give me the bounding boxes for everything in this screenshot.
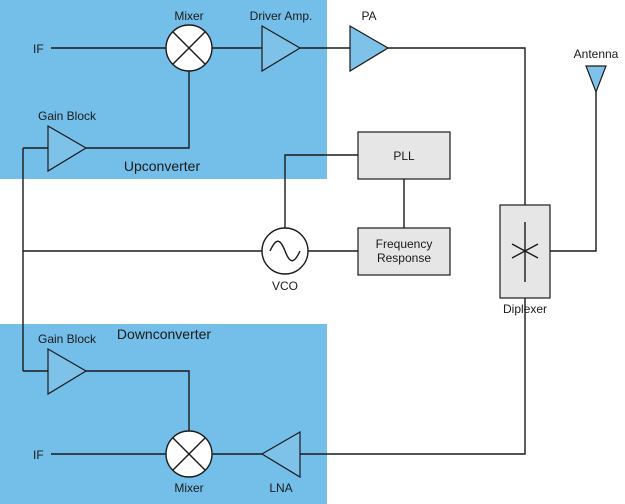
wire-diplexer-to-antenna — [550, 92, 597, 252]
frequency-response-box — [357, 227, 451, 276]
if-bottom-label: IF — [33, 448, 44, 462]
lna-triangle — [260, 430, 301, 479]
pll-label: PLL — [393, 149, 415, 163]
wire-vco-to-pll — [284, 154, 358, 228]
frequency-response-label-line2: Response — [377, 251, 431, 265]
wire-gainblock-bottom-to-mixer — [86, 370, 190, 431]
gain-block-bottom-triangle — [47, 347, 88, 396]
gain-block-top-label: Gain Block — [38, 109, 97, 123]
wire-pa-to-diplexer — [388, 47, 526, 205]
if-top-label: IF — [33, 42, 44, 56]
mixer-bottom — [165, 430, 213, 478]
lna-label: LNA — [269, 481, 292, 495]
gain-block-bottom-label: Gain Block — [38, 332, 97, 346]
vco-symbol — [261, 227, 309, 275]
wire-diplexer-to-lna — [300, 298, 526, 455]
gain-block-top-triangle — [47, 124, 88, 173]
signal-wires — [22, 47, 597, 455]
vco-label: VCO — [272, 279, 298, 293]
downconverter-label: Downconverter — [117, 326, 211, 342]
mixer-bottom-label: Mixer — [174, 481, 203, 495]
antenna-label: Antenna — [574, 47, 619, 61]
driver-amp-label: Driver Amp. — [250, 9, 313, 23]
pll-box — [357, 131, 451, 180]
pa-label: PA — [361, 9, 376, 23]
antenna-icon — [585, 65, 607, 94]
mixer-top — [165, 24, 213, 72]
diplexer-block — [499, 204, 551, 299]
diplexer-label: Diplexer — [503, 302, 547, 316]
mixer-top-label: Mixer — [174, 9, 203, 23]
upconverter-label: Upconverter — [124, 158, 201, 174]
pa-triangle — [349, 24, 390, 73]
driver-amp-triangle — [261, 24, 302, 73]
frequency-response-label-line1: Frequency — [376, 237, 433, 251]
wire-gainblock-top-to-mixer — [86, 71, 190, 149]
